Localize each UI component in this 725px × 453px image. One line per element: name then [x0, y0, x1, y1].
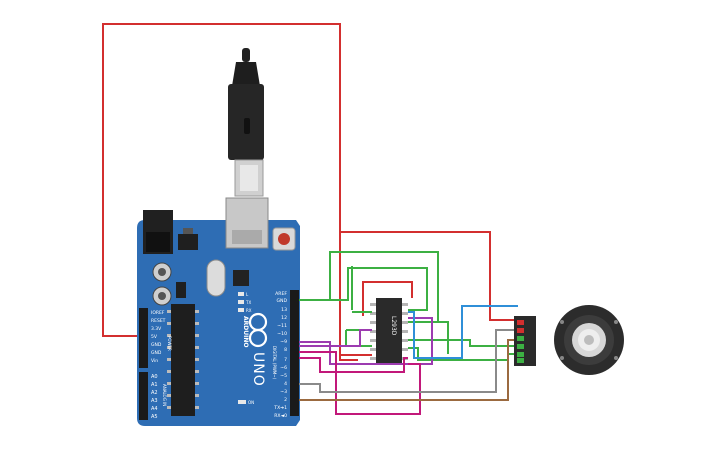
digital-label: ~10 [277, 331, 287, 337]
arduino-board: IOREF RESET 3.3V 5V GND GND Vin POWER A0… [137, 197, 300, 426]
power-label: 3.3V [151, 326, 162, 332]
l293d-chip: L293D [370, 298, 408, 364]
digital-label: ~6 [280, 365, 287, 371]
digital-label: 13 [281, 307, 287, 313]
digital-label: 2 [284, 397, 287, 403]
digital-label: GND [276, 298, 287, 304]
power-label: Vin [151, 358, 158, 364]
led-label: L [246, 292, 249, 297]
digital-label: 8 [284, 347, 287, 353]
digital-label: 12 [281, 315, 287, 321]
wire-group [299, 231, 518, 415]
digital-header-label: DIGITAL (PWM~) [272, 346, 277, 380]
wire-5v [102, 23, 358, 361]
analog-header [139, 372, 148, 420]
stepper-motor-icon [554, 305, 624, 375]
power-label: GND [151, 342, 162, 348]
digital-label: AREF [275, 291, 287, 297]
analog-label: A5 [151, 414, 158, 420]
power-header-label: POWER [167, 336, 172, 351]
usb-cable-icon [228, 48, 264, 197]
digital-label: ~3 [280, 389, 287, 395]
analog-label: A0 [151, 374, 158, 380]
digital-label: 4 [284, 381, 287, 387]
analog-label: A3 [151, 398, 158, 404]
atmega-chip [171, 304, 195, 416]
reset-button-icon[interactable] [272, 227, 296, 251]
on-label: ON [248, 400, 254, 405]
led-label: TX [245, 300, 251, 305]
digital-label: ~5 [280, 373, 287, 379]
power-label: 5V [151, 334, 158, 340]
digital-label: ~11 [277, 323, 287, 329]
digital-label: 7 [284, 357, 287, 363]
regulator-icon [178, 234, 198, 250]
model-label: UNO [250, 352, 266, 387]
brand-label: ARDUINO [242, 316, 249, 347]
digital-label: TX➔1 [273, 405, 287, 411]
power-label: IOREF [151, 310, 165, 316]
led-label: RX [246, 308, 252, 313]
crystal-icon [206, 259, 226, 297]
analog-label: A4 [151, 406, 158, 412]
motor-connector [514, 316, 556, 366]
power-label: RESET [151, 318, 166, 324]
chip-label: L293D [390, 316, 397, 336]
digital-header [290, 290, 299, 416]
power-label: GND [151, 350, 162, 356]
analog-label: A2 [151, 390, 158, 396]
power-header [139, 308, 148, 368]
digital-label: ~9 [280, 339, 287, 345]
power-jack-icon [143, 210, 173, 254]
arduino-logo-icon [248, 312, 268, 348]
digital-label: RX◄0 [274, 413, 287, 419]
analog-label: A1 [151, 382, 158, 388]
analog-header-label: ANALOG IN [162, 384, 167, 406]
